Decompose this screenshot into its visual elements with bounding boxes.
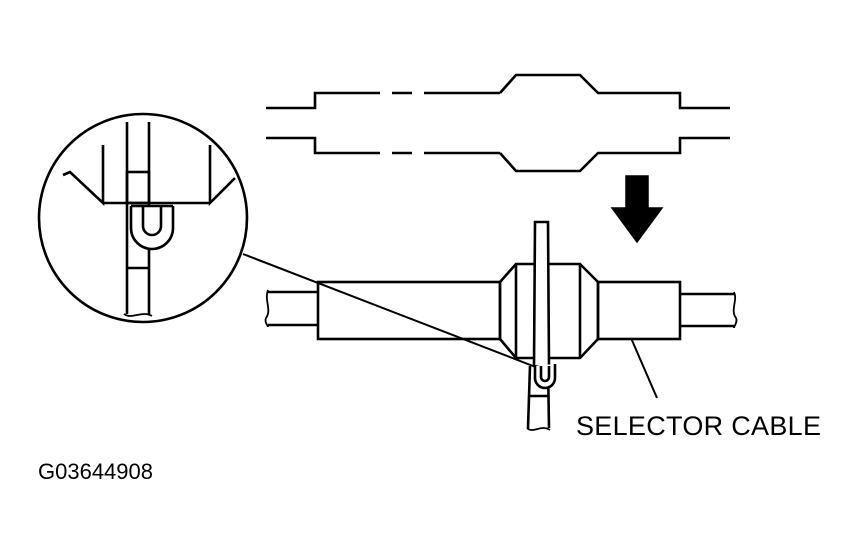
cable-sleeve-outline-top [266,73,730,173]
selector-cable-label: SELECTOR CABLE [576,411,822,441]
sleeve-bottom-bulge [499,136,730,173]
detail-clip [129,206,175,251]
down-arrow-icon [610,175,664,244]
detail-circle [37,112,249,324]
sleeve-bottom-edge [266,136,380,155]
detail-bracket-right [208,145,236,207]
detail-leader-line [242,253,534,367]
detail-bracket-left [62,145,105,207]
cable-sleeve [316,280,502,341]
retaining-clip [533,364,557,390]
figure-id: G03644908 [38,459,153,484]
bracket-plate [532,220,551,370]
detail-view [37,112,249,324]
bracket-lower-break [526,427,551,431]
label-leader-line [630,337,658,399]
sleeve-top-bulge [499,73,730,110]
cable-sleeve-right [596,280,682,341]
cable-left-break [264,289,270,328]
selector-cable-assembly [264,220,738,431]
cable-right-break [732,291,738,329]
detail-clip-inner [141,206,163,237]
detail-plate-block [125,170,151,205]
retaining-clip-inner [539,366,551,383]
detail-plate-break [123,313,153,317]
sleeve-top-edge [266,91,380,110]
